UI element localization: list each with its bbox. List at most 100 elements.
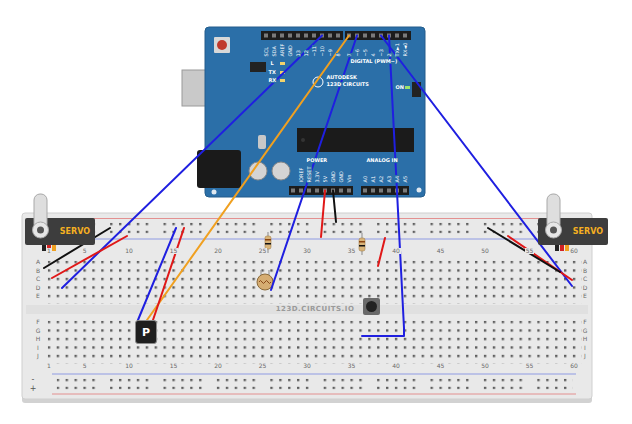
column-number: 20 xyxy=(213,248,223,254)
jumper-wire xyxy=(153,228,184,320)
pin-label: ~6 xyxy=(355,49,360,57)
row-letter: I xyxy=(583,345,587,351)
watermark: 123D.CIRCUITS.IO xyxy=(275,306,356,313)
led xyxy=(405,86,410,89)
photoresistor-symbol xyxy=(257,274,273,290)
breadboard-holes xyxy=(48,261,582,304)
board-label: POWER xyxy=(306,158,328,163)
jumper-wire xyxy=(147,36,349,321)
pin-label: 13 xyxy=(296,50,301,57)
resistor-band xyxy=(265,243,271,245)
pin-label: ~3 xyxy=(379,49,384,57)
column-number: 10 xyxy=(124,248,134,254)
pin-label: TX►1 xyxy=(395,42,400,57)
pin-label: SCL xyxy=(264,47,269,57)
pin-label: AREF xyxy=(280,43,285,57)
servo-horn-art xyxy=(538,218,568,245)
pin-label: 8 xyxy=(336,53,341,57)
row-letter: G xyxy=(35,328,42,334)
board-label: ON xyxy=(395,85,404,90)
reset-button xyxy=(217,40,227,50)
row-letter: H xyxy=(582,336,589,342)
chip-notch xyxy=(301,138,305,142)
pin-label: RESET xyxy=(307,166,312,183)
board-label: 123D CIRCUITS xyxy=(326,82,369,87)
servo-shaft xyxy=(37,227,44,234)
row-letter: H xyxy=(35,336,42,342)
servo-label: SERVO xyxy=(573,228,603,236)
board-label: RX xyxy=(268,78,277,83)
board-label: AUTODESK xyxy=(326,75,357,80)
row-letter: F xyxy=(582,319,587,325)
column-number: 45 xyxy=(436,248,446,254)
board-label: TX xyxy=(268,70,276,75)
servo-horn-art xyxy=(25,218,55,245)
digital-header-pins xyxy=(261,31,343,40)
row-letter: I xyxy=(36,345,40,351)
row-letter: G xyxy=(582,328,589,334)
row-letter: J xyxy=(36,353,40,359)
pin-label: A5 xyxy=(403,175,408,183)
board-label: L xyxy=(270,61,274,66)
servo-motor: SERVO xyxy=(538,218,608,245)
servo-hub xyxy=(33,222,49,238)
capacitor xyxy=(272,162,290,180)
column-number: 40 xyxy=(391,248,401,254)
row-letter: A xyxy=(582,259,588,265)
column-number: 25 xyxy=(258,248,268,254)
column-number: 25 xyxy=(258,363,268,369)
pin-label: 5V xyxy=(323,175,328,183)
resistor-band xyxy=(265,239,271,241)
pin-label: A1 xyxy=(371,175,376,183)
pin-label: 7 xyxy=(347,53,352,57)
pin-label: IOREF xyxy=(299,167,304,183)
pushbutton xyxy=(366,301,377,312)
jumper-wire xyxy=(362,36,404,337)
power-jack xyxy=(197,150,241,188)
icsp-header xyxy=(412,82,421,97)
row-letter: B xyxy=(582,268,588,274)
row-letter: D xyxy=(582,285,589,291)
jumper-wire xyxy=(333,191,336,223)
column-number: 5 xyxy=(82,363,88,369)
column-number: 40 xyxy=(391,363,401,369)
pin-label: ~11 xyxy=(312,45,317,57)
column-number: 20 xyxy=(213,363,223,369)
sensor-part: P xyxy=(135,320,157,344)
mounting-hole xyxy=(417,188,422,193)
column-number: 10 xyxy=(124,363,134,369)
resistor-symbol xyxy=(359,238,365,251)
column-number: 15 xyxy=(169,363,179,369)
column-number: 35 xyxy=(347,363,357,369)
pin-label: A2 xyxy=(379,175,384,183)
column-number: 45 xyxy=(436,363,446,369)
pin-label: GND xyxy=(331,171,336,183)
part-label: P xyxy=(142,327,150,338)
led xyxy=(280,62,285,65)
pin-label: ~9 xyxy=(328,49,333,57)
pin-label: A0 xyxy=(363,175,368,183)
servo-lead xyxy=(560,244,564,251)
row-letter: E xyxy=(35,293,41,299)
pin-label: 3.3V xyxy=(315,171,320,183)
resistor-band xyxy=(359,245,365,247)
column-number: 55 xyxy=(525,248,535,254)
jumper-wire xyxy=(378,238,385,266)
row-letter: J xyxy=(583,353,587,359)
column-number: 35 xyxy=(347,248,357,254)
column-number: 50 xyxy=(480,363,490,369)
power-header-pins xyxy=(289,186,353,195)
crystal xyxy=(258,135,266,149)
column-number: 60 xyxy=(569,363,579,369)
servo-lead xyxy=(555,244,559,251)
row-letter: F xyxy=(35,319,40,325)
pin-label: 4 xyxy=(371,53,376,57)
breadboard-channel xyxy=(26,305,588,314)
board-label: DIGITAL (PWM~) xyxy=(350,59,398,64)
arduino-board: SCLSDAAREFGND1312~11~10~987~6~54~32TX►1R… xyxy=(205,27,425,197)
analog-header-pins xyxy=(361,186,409,195)
rail-sign: + xyxy=(29,385,38,393)
row-letter: C xyxy=(582,276,588,282)
